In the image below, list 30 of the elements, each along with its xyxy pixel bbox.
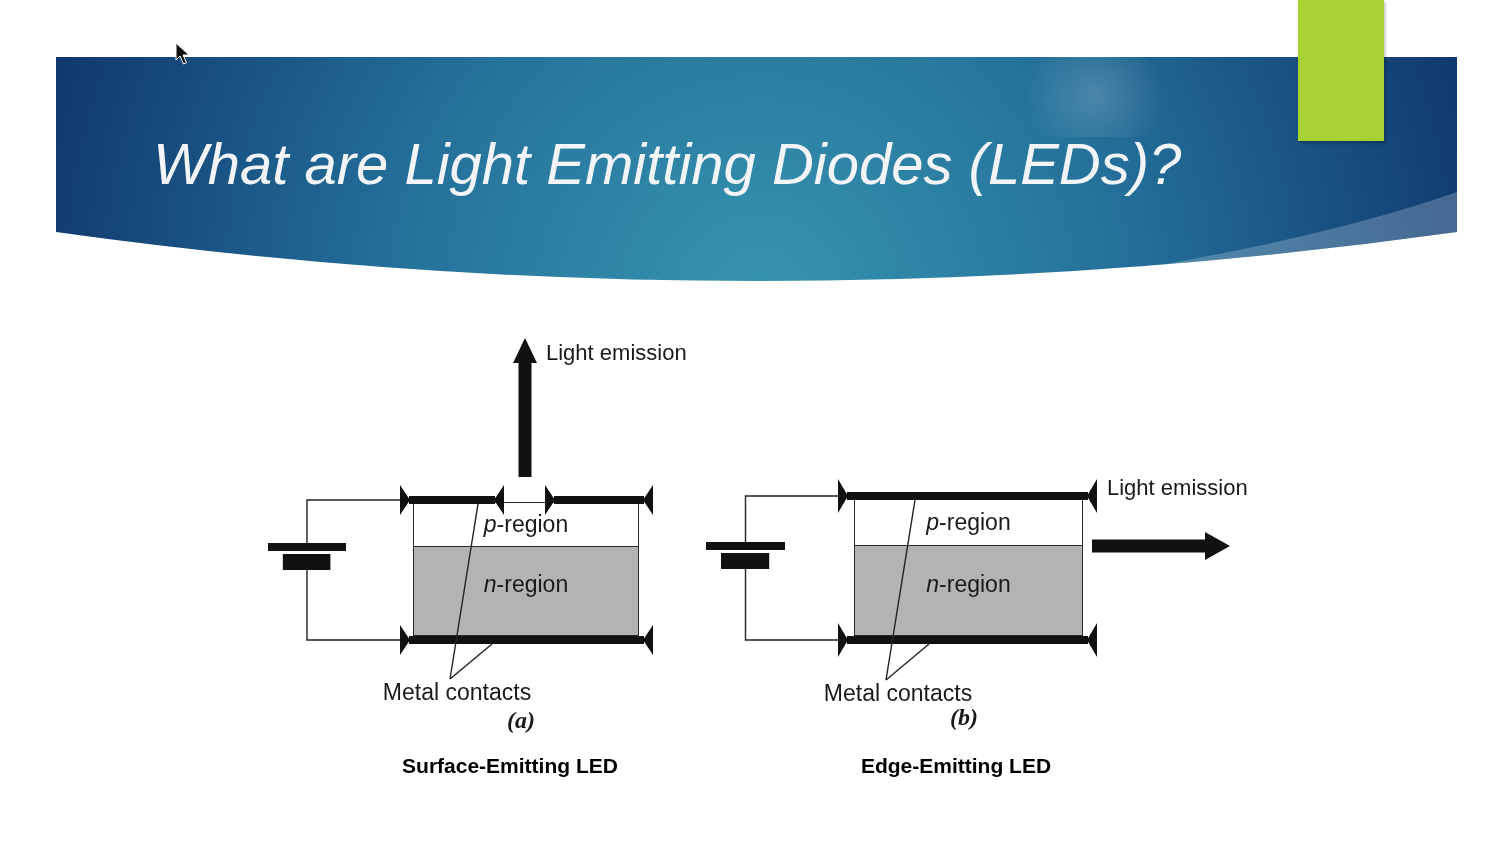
emission-label: Light emission [1107, 474, 1248, 502]
region-label: n-region [926, 570, 1011, 597]
p-region-layer [854, 499, 1083, 546]
figure-caption: Surface-Emitting LED [402, 753, 618, 779]
n-region-layer [413, 546, 639, 636]
p-region-layer [413, 502, 639, 548]
metal-contact [400, 485, 504, 515]
leader-line [885, 499, 916, 681]
battery-symbol [268, 543, 346, 570]
region-label: p-region [483, 511, 569, 537]
battery-symbol [706, 542, 785, 569]
slide-title: What are Light Emitting Diodes (LEDs)? [153, 130, 1182, 198]
wire [744, 568, 839, 641]
metal-contact [400, 625, 653, 655]
metal-contact [838, 479, 1097, 513]
figure-tag: (a) [507, 705, 535, 735]
wire [744, 495, 839, 543]
metal-contact [838, 623, 1097, 657]
emission-label: Light emission [546, 339, 687, 367]
n-region-layer [854, 545, 1083, 636]
leader-line [885, 643, 930, 681]
leader-line [449, 643, 493, 680]
figure-caption: Edge-Emitting LED [860, 753, 1052, 779]
wire [306, 569, 401, 641]
region-label: p-region [926, 508, 1011, 535]
wire [306, 499, 401, 544]
callout-label: Metal contacts [381, 679, 533, 705]
metal-contact [545, 485, 653, 515]
leader-line [449, 503, 479, 680]
region-label: n-region [483, 571, 569, 597]
